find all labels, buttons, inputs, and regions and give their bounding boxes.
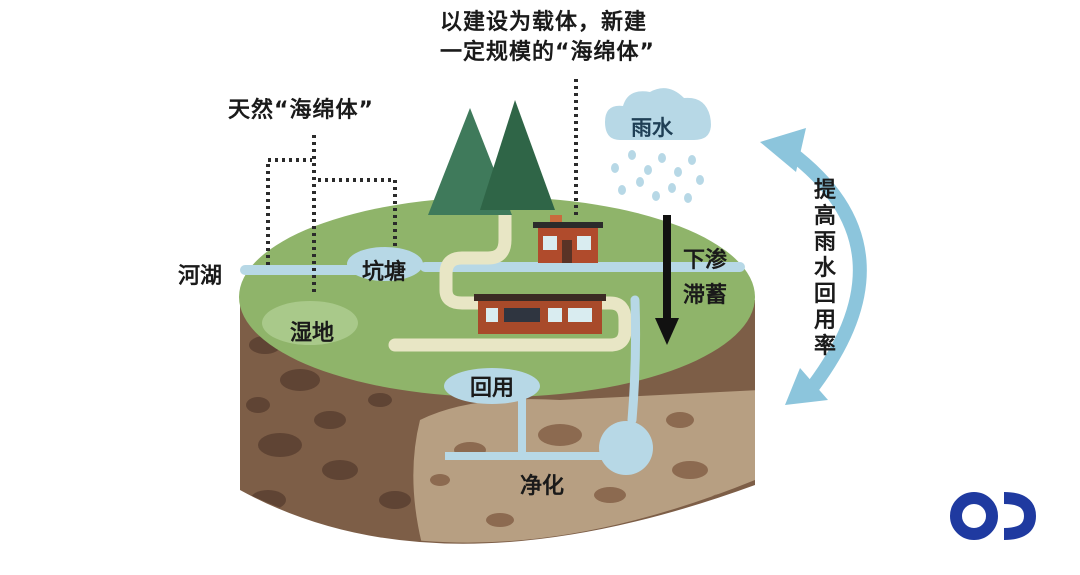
wetland-patch [262,301,358,345]
infiltration-arrow [655,215,679,345]
footpath [388,208,632,352]
detain-label: 滞蓄 [683,283,728,308]
raindrops [611,150,704,203]
rain-cloud-icon [605,88,711,140]
leader-lines [266,75,578,295]
building-icon [474,294,606,334]
reuse-label: 回用 [470,376,515,401]
improve-reuse-rate-label: 提高雨水回用率 [813,178,836,359]
od-logo [950,492,1037,540]
built-sponge-label-line2: 一定规模的“海绵体” [440,40,655,65]
house-icon [533,215,603,263]
soil-rocks [246,336,411,510]
cycle-arrow [760,128,867,405]
wetland-label: 湿地 [290,321,335,346]
underground-pipes [445,295,653,475]
pond-label: 坑塘 [362,260,407,285]
tree-icons [428,100,555,215]
rivers-lakes-label: 河湖 [178,264,223,289]
infiltrate-label: 下渗 [683,248,728,273]
built-sponge-label-line1: 以建设为载体，新建 [440,10,648,35]
natural-sponge-label: 天然“海绵体” [228,98,374,123]
purify-label: 净化 [520,474,565,499]
rain-label: 雨水 [631,116,673,140]
